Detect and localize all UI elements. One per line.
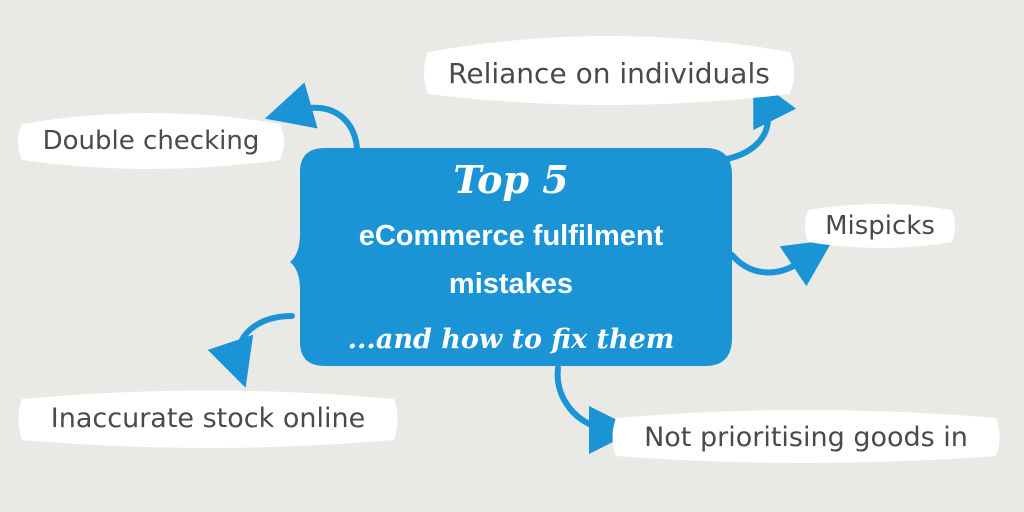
label-inaccurate-stock-online: Inaccurate stock online — [50, 402, 366, 434]
label-double-checking: Double checking — [42, 126, 260, 156]
label-bg-mispicks — [805, 204, 955, 248]
label-bg-reliance — [424, 36, 794, 105]
arrow-to-double-checking — [264, 82, 360, 151]
arrow-to-not-prioritising — [554, 365, 637, 454]
center-tagline: ...and how to fix them — [347, 324, 675, 355]
label-reliance-on-individuals: Reliance on individuals — [448, 56, 770, 90]
label-not-prioritising-goods-in: Not prioritising goods in — [644, 421, 968, 453]
arrow-to-mispicks — [729, 239, 833, 287]
label-bg-inaccurate-stock — [18, 390, 398, 448]
center-subtitle-line1: eCommerce fulfilment — [358, 220, 664, 252]
label-mispicks: Mispicks — [825, 211, 935, 241]
central-box — [290, 148, 732, 366]
label-bg-double-checking — [18, 113, 284, 169]
center-title: Top 5 — [453, 157, 569, 202]
arrow-to-inaccurate-stock — [207, 313, 295, 388]
arrow-to-reliance — [719, 76, 797, 163]
label-bg-not-prioritising — [612, 410, 1000, 463]
center-subtitle-line2: mistakes — [448, 268, 574, 300]
